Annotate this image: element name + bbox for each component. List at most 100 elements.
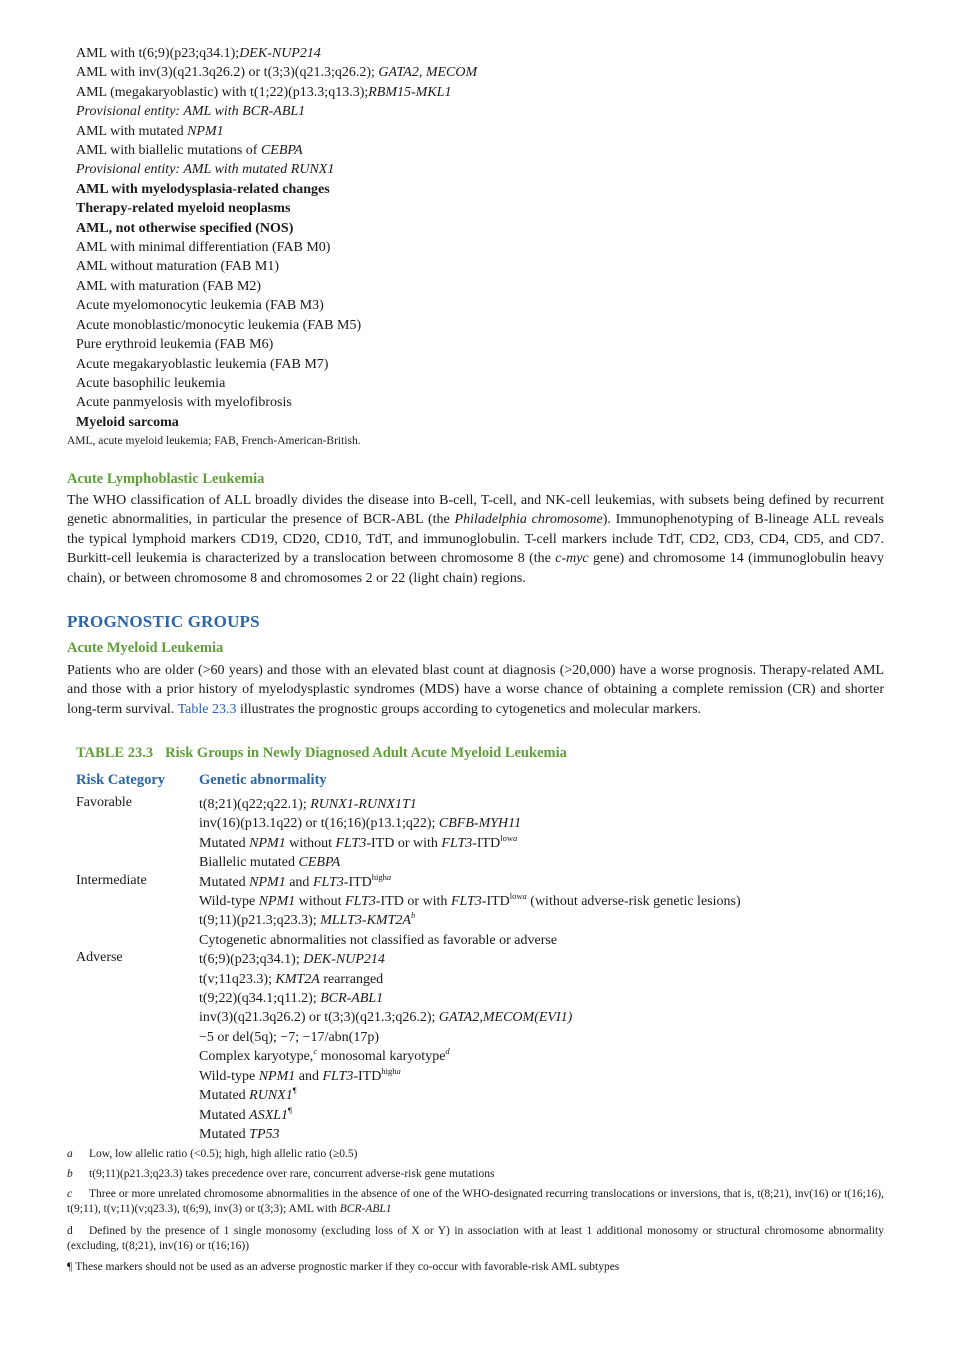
classification-entry: AML with mutated NPM1 bbox=[76, 122, 876, 141]
footnote-text: Defined by the presence of 1 single mono… bbox=[67, 1225, 884, 1252]
abnormality-text: -ITD bbox=[353, 1068, 382, 1084]
genetic-abnormality-entry: t(8;21)(q22;q22.1); RUNX1-RUNX1T1 bbox=[199, 795, 899, 814]
entry-text: Pure erythroid leukemia (FAB M6) bbox=[76, 337, 274, 353]
abnormality-text: NPM1 bbox=[258, 1068, 296, 1084]
table-header-risk-category: Risk Category bbox=[76, 772, 166, 788]
classification-entry: AML, not otherwise specified (NOS) bbox=[76, 219, 876, 238]
superscript-mark: a bbox=[396, 1065, 401, 1076]
entry-text: Acute basophilic leukemia bbox=[76, 375, 226, 391]
genetic-abnormality-entry: Wild-type NPM1 without FLT3-ITD or with … bbox=[199, 892, 899, 911]
genetic-abnormality-entry: t(6;9)(p23;q34.1); DEK-NUP214 bbox=[199, 950, 899, 969]
abnormality-text: TP53 bbox=[249, 1126, 280, 1142]
footnote-text: These markers should not be used as an a… bbox=[75, 1261, 619, 1273]
abnormality-text: DEK-NUP214 bbox=[303, 952, 385, 968]
footnote-text: t(9;11)(p21.3;q23.3) takes precedence ov… bbox=[89, 1168, 494, 1180]
abnormality-text: RUNX1-RUNX1T1 bbox=[310, 797, 417, 812]
abnormality-text: -ITD or with bbox=[366, 835, 442, 851]
abnormality-text: t(v;11q23.3); bbox=[199, 971, 276, 987]
abnormality-text: ASXL1 bbox=[249, 1107, 289, 1123]
all-section-paragraph: The WHO classification of ALL broadly di… bbox=[67, 491, 884, 588]
superscript-mark: high bbox=[371, 871, 387, 882]
footnote-text: Low, low allelic ratio (<0.5); high, hig… bbox=[89, 1148, 358, 1160]
entry-text: AML with maturation (FAB M2) bbox=[76, 278, 262, 294]
superscript-mark: ¶ bbox=[292, 1085, 297, 1096]
genetic-abnormality-entry: inv(3)(q21.3q26.2) or t(3;3)(q21.3;q26.2… bbox=[199, 1008, 899, 1027]
abnormality-text: FLT3 bbox=[450, 894, 482, 910]
paragraph-text: c-myc bbox=[555, 551, 589, 567]
footnote-pilcrow: ¶These markers should not be used as an … bbox=[67, 1260, 884, 1275]
abnormality-text: NPM1 bbox=[249, 874, 286, 890]
entry-text: DEK-NUP214 bbox=[239, 46, 321, 61]
table-reference-link[interactable]: Table 23.3 bbox=[177, 701, 237, 717]
table-number: TABLE 23.3 bbox=[76, 745, 154, 761]
entry-text: Acute megakaryoblastic leukemia (FAB M7) bbox=[76, 356, 329, 372]
list-abbreviation-note: AML, acute myeloid leukemia; FAB, French… bbox=[67, 435, 361, 447]
footnote-run: Low, low allelic ratio (<0.5); high, hig… bbox=[89, 1148, 358, 1160]
abnormality-text: and bbox=[295, 1068, 323, 1084]
superscript-mark: a bbox=[522, 891, 527, 902]
abnormality-text: KMT2A bbox=[275, 971, 320, 987]
genetic-abnormality-entry: Complex karyotype,c monosomal karyotyped bbox=[199, 1047, 899, 1066]
abnormality-text: without bbox=[295, 894, 346, 910]
entry-text: Acute myelomonocytic leukemia (FAB M3) bbox=[76, 298, 324, 314]
abnormality-text: inv(16)(p13.1q22) or t(16;16)(p13.1;q22)… bbox=[199, 816, 439, 832]
classification-entry: Acute monoblastic/monocytic leukemia (FA… bbox=[76, 316, 876, 335]
entry-text: AML with myelodysplasia-related changes bbox=[76, 181, 330, 197]
abnormality-text: t(6;9)(p23;q34.1); bbox=[199, 952, 304, 968]
abnormality-text: NPM1 bbox=[258, 894, 296, 910]
abnormality-text: t(8;21)(q22;q22.1); bbox=[199, 797, 311, 812]
abnormality-text: t(9;11)(p21.3;q23.3); bbox=[199, 913, 321, 929]
footnote-mark: c bbox=[67, 1188, 73, 1200]
classification-entry: AML with inv(3)(q21.3q26.2) or t(3;3)(q2… bbox=[76, 63, 876, 82]
abnormality-text: FLT3 bbox=[335, 835, 367, 851]
abnormality-text: Wild-type bbox=[199, 1068, 259, 1084]
abnormality-text: Biallelic mutated bbox=[199, 855, 299, 871]
abnormality-text: Mutated bbox=[199, 874, 250, 890]
abnormality-text: Mutated bbox=[199, 835, 250, 851]
genetic-abnormality-entry: t(9;11)(p21.3;q23.3); MLLT3-KMT2Ab bbox=[199, 911, 899, 930]
entry-text: Acute monoblastic/monocytic leukemia (FA… bbox=[76, 317, 362, 333]
genetic-abnormality-column: t(8;21)(q22;q22.1); RUNX1-RUNX1T1 inv(16)… bbox=[199, 795, 899, 1144]
footnote-run: Three or more unrelated chromosome abnor… bbox=[67, 1188, 884, 1215]
all-section-heading: Acute Lymphoblastic Leukemia bbox=[67, 471, 265, 487]
abnormality-text: Mutated bbox=[199, 1107, 250, 1123]
superscript-mark: ¶ bbox=[288, 1104, 292, 1115]
entry-text: AML (megakaryoblastic) with t(1;22)(p13.… bbox=[76, 84, 369, 100]
footnote-mark: d bbox=[67, 1225, 73, 1237]
genetic-abnormality-entry: inv(16)(p13.1q22) or t(16;16)(p13.1;q22)… bbox=[199, 814, 899, 833]
classification-entry: Provisional entity: AML with BCR-ABL1 bbox=[76, 102, 876, 121]
abnormality-text: NPM1 bbox=[249, 835, 286, 851]
abnormality-text: (without adverse-risk genetic lesions) bbox=[526, 894, 741, 910]
paragraph-text: gene) and chromosome 14 (immunoglobulin … bbox=[67, 551, 884, 586]
abnormality-text: without bbox=[285, 835, 336, 851]
entry-text: AML with inv(3)(q21.3q26.2) or t(3;3)(q2… bbox=[76, 65, 379, 81]
classification-entry: AML with minimal differentiation (FAB M0… bbox=[76, 238, 876, 257]
risk-category-favorable: Favorable bbox=[76, 795, 132, 810]
superscript-mark: a bbox=[512, 832, 518, 843]
abnormality-text: −5 or del(5q); −7; −17/abn(17p) bbox=[199, 1029, 379, 1045]
superscript-mark: a bbox=[386, 871, 392, 882]
footnote-a: a Low, low allelic ratio (<0.5); high, hi… bbox=[67, 1147, 884, 1162]
footnote-run: These markers should not be used as an a… bbox=[75, 1261, 620, 1273]
entry-text: Provisional entity: AML with mutated RUN… bbox=[76, 162, 335, 178]
footnote-mark: a bbox=[67, 1148, 73, 1160]
entry-text: AML with minimal differentiation (FAB M0… bbox=[76, 240, 331, 256]
genetic-abnormality-entry: Mutated RUNX1¶ bbox=[199, 1086, 899, 1105]
classification-entry: Acute megakaryoblastic leukemia (FAB M7) bbox=[76, 355, 876, 374]
abnormality-text: Mutated bbox=[199, 1088, 250, 1104]
abnormality-text: -ITD bbox=[481, 894, 510, 910]
entry-text: NPM1 bbox=[187, 123, 224, 139]
entry-text: Therapy-related myeloid neoplasms bbox=[76, 201, 291, 217]
prognostic-groups-heading: PROGNOSTIC GROUPS bbox=[67, 612, 260, 631]
entry-text: RBM15-MKL1 bbox=[368, 84, 452, 100]
abnormality-text: CBFB-MYH11 bbox=[438, 816, 522, 832]
genetic-abnormality-entry: Mutated ASXL1¶ bbox=[199, 1104, 899, 1125]
genetic-abnormality-entry: Cytogenetic abnormalities not classified… bbox=[199, 931, 899, 950]
entry-text: GATA2, MECOM bbox=[378, 65, 478, 81]
genetic-abnormality-entry: −5 or del(5q); −7; −17/abn(17p) bbox=[199, 1028, 899, 1047]
genetic-abnormality-entry: t(9;22)(q34.1;q11.2); BCR-ABL1 bbox=[199, 989, 899, 1008]
